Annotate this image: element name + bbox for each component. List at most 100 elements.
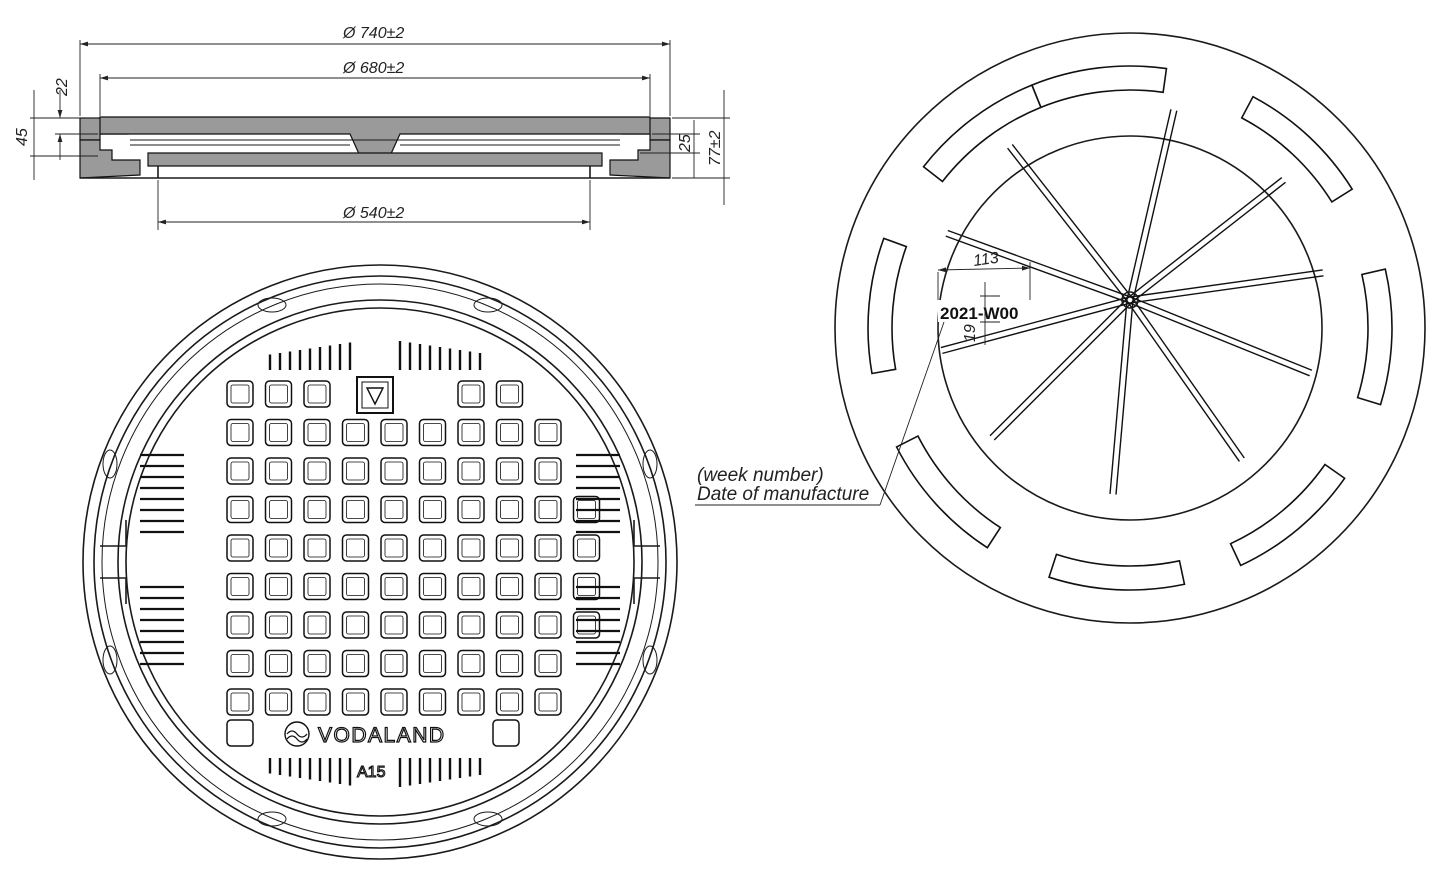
dim-inner-diameter: Ø 540±2: [342, 205, 404, 222]
grip-square: [418, 534, 447, 562]
grip-square: [226, 534, 254, 562]
date-stamp: 2021-W00 113 19: [937, 250, 1034, 345]
grip-square: [380, 534, 408, 562]
rib-spoke: [1131, 297, 1245, 459]
grip-square: [264, 611, 293, 639]
grip-square: [341, 611, 370, 639]
top-view: VODALAND A15: [82, 264, 678, 860]
frame-slot: [1229, 463, 1346, 567]
grip-square: [534, 418, 562, 447]
frame-slot: [867, 237, 908, 375]
grip-square: [226, 572, 254, 601]
brand-name: VODALAND: [318, 724, 446, 747]
grip-square: [534, 611, 562, 639]
grip-square: [534, 688, 562, 716]
anti-slip-rib-pattern: [140, 341, 620, 787]
grip-square: [341, 418, 370, 447]
note-week-number: (week number): [697, 465, 824, 486]
rib-spoke: [942, 302, 1131, 355]
frame-slot: [1048, 553, 1186, 591]
load-class: A15: [357, 764, 386, 781]
certification-emblem-icon: [356, 376, 394, 414]
rib-spoke: [1127, 177, 1283, 299]
grip-square: [495, 572, 524, 601]
rib-spoke: [993, 301, 1133, 441]
grip-square: [572, 534, 601, 562]
rib-spoke: [1130, 296, 1313, 371]
grip-square: [380, 457, 408, 485]
grip-square: [341, 572, 370, 601]
grip-square: [303, 572, 331, 601]
grip-square: [495, 457, 524, 485]
grip-square: [341, 457, 370, 485]
rib-spoke: [1131, 181, 1286, 303]
rib-spoke: [1007, 147, 1129, 303]
grip-square: [495, 534, 524, 562]
grip-square: [226, 495, 254, 524]
rib-hub: [1121, 291, 1139, 309]
rib-spoke: [1011, 144, 1133, 299]
rib-spoke: [1109, 299, 1128, 495]
lifting-lug-left: [100, 520, 127, 604]
grip-square: [418, 649, 447, 678]
grip-square: [341, 495, 370, 524]
grip-square: [457, 457, 485, 485]
grip-square: [264, 572, 293, 601]
frame-slot: [922, 84, 1042, 183]
grip-square: [380, 495, 408, 524]
rib-spoke: [1115, 300, 1134, 495]
grip-square: [264, 688, 293, 716]
frame-slot: [1030, 65, 1168, 109]
grip-square: [534, 457, 562, 485]
vodaland-wave-logo-icon: [284, 721, 310, 747]
note-date-of-manufacture: Date of manufacture: [697, 484, 869, 505]
grip-square: [264, 649, 293, 678]
section-view: Ø 740±2 Ø 680±2 Ø 540±2 22 45 25 77±2: [14, 25, 730, 230]
grip-square: [495, 611, 524, 639]
grip-square: [418, 688, 447, 716]
rib-spoke: [1126, 109, 1172, 300]
grip-square: [418, 495, 447, 524]
grip-square: [303, 457, 331, 485]
grip-square: [492, 719, 520, 747]
rib-spoke: [1128, 302, 1310, 377]
dim-stamp-height: 19: [962, 324, 979, 342]
grip-square: [418, 457, 447, 485]
grip-square: [418, 418, 447, 447]
grip-square: [226, 611, 254, 639]
grip-square: [495, 380, 524, 408]
rib-spoke: [945, 235, 1130, 304]
grip-square: [534, 649, 562, 678]
grip-square: [457, 418, 485, 447]
frame-slots: [867, 65, 1393, 591]
rib-spoke: [1129, 269, 1323, 298]
grip-square: [457, 688, 485, 716]
grip-square: [303, 495, 331, 524]
grip-square: [303, 649, 331, 678]
rib-spoke: [1126, 301, 1240, 462]
grip-square: [226, 688, 254, 716]
grip-square: [303, 688, 331, 716]
grip-square: [534, 534, 562, 562]
stamp-text: 2021-W00: [940, 304, 1018, 323]
rib-spoke: [1130, 275, 1324, 304]
frame-slot: [1356, 268, 1393, 406]
grip-square: [457, 572, 485, 601]
anti-slip-square-pattern: [226, 380, 601, 747]
grip-square: [380, 572, 408, 601]
grip-square: [341, 649, 370, 678]
rib-spoke: [1132, 110, 1178, 301]
lifting-lug-right: [633, 520, 660, 604]
grip-square: [380, 649, 408, 678]
dim-total-height: 77±2: [707, 130, 724, 166]
grip-square: [380, 418, 408, 447]
reinforcement-ribs: [940, 109, 1324, 495]
grip-square: [341, 534, 370, 562]
grip-square: [341, 688, 370, 716]
grip-square: [303, 611, 331, 639]
grip-square: [226, 380, 254, 408]
dim-cover-diameter: Ø 680±2: [342, 60, 404, 77]
grip-square: [264, 457, 293, 485]
grip-square: [264, 534, 293, 562]
